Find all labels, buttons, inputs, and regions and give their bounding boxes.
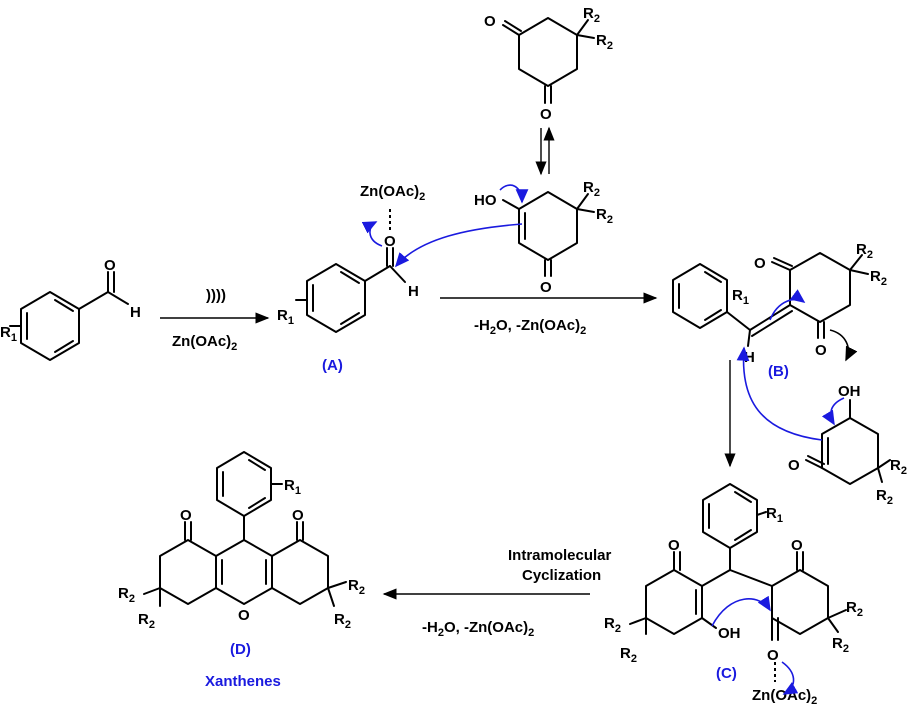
svg-text:OH: OH (838, 383, 861, 400)
xanthene-product-D: O O O R1 R2 R2 R2 R2 (D) Xanthenes (118, 451, 365, 690)
svg-text:-H2O, -Zn(OAc)2: -H2O, -Zn(OAc)2 (422, 619, 534, 639)
svg-text:Intramolecular: Intramolecular (508, 547, 612, 564)
ultrasound-symbol: )))) (206, 287, 226, 304)
svg-text:R1: R1 (277, 307, 294, 327)
svg-text:O: O (484, 13, 496, 30)
carbonyl-oxygen-A: O (384, 233, 396, 250)
svg-text:R2: R2 (334, 611, 351, 631)
zn-complex-A: Zn(OAc) (360, 183, 419, 200)
svg-text:R2: R2 (118, 585, 135, 605)
label-B: (B) (768, 363, 789, 380)
step1-arrow: )))) Zn(OAc)2 (160, 287, 270, 353)
svg-text:R2: R2 (846, 599, 863, 619)
svg-text:O: O (238, 607, 250, 624)
svg-text:R1: R1 (284, 477, 301, 497)
dimedone-enol: HO O R2 R2 (394, 179, 613, 296)
aldehyde-hydrogen: H (130, 304, 141, 321)
zn-complex-C: Zn(OAc) (752, 687, 811, 704)
svg-text:Zn(OAc)2: Zn(OAc)2 (360, 183, 425, 203)
svg-text:O: O (788, 457, 800, 474)
knoevenagel-adduct-B: O O H R1 R2 R2 (B) (672, 241, 887, 380)
tautomer-equilibrium (535, 126, 555, 176)
svg-text:Cyclization: Cyclization (522, 567, 601, 584)
dimedone-enol-2: OH O R2 R2 (736, 346, 907, 507)
label-C: (C) (716, 665, 737, 682)
activated-aldehyde-A: O H Zn(OAc)2 R1 (A) (277, 183, 425, 374)
r1-group: R (0, 324, 11, 341)
michael-adduct-C: O O O OH R1 R2 R2 R2 R2 Zn(OAc)2 (C) (604, 483, 863, 706)
step4-arrow: Intramolecular Cyclization -H2O, -Zn(OAc… (382, 547, 612, 639)
svg-text:R2: R2 (876, 487, 893, 507)
svg-text:HO: HO (474, 192, 497, 209)
label-A: (A) (322, 357, 343, 374)
svg-text:Zn(OAc)2: Zn(OAc)2 (172, 333, 237, 353)
svg-text:O: O (540, 279, 552, 296)
svg-text:H: H (744, 349, 755, 366)
svg-text:O: O (791, 537, 803, 554)
dimedone-keto: O O R2 R2 (484, 5, 613, 123)
label-D: (D) (230, 641, 251, 658)
svg-text:R2: R2 (583, 179, 600, 199)
svg-text:-H2O, -Zn(OAc)2: -H2O, -Zn(OAc)2 (474, 317, 586, 337)
svg-text:R2: R2 (583, 5, 600, 25)
svg-text:R2: R2 (138, 611, 155, 631)
svg-text:R2: R2 (596, 32, 613, 52)
svg-text:O: O (668, 537, 680, 554)
svg-text:R2: R2 (348, 577, 365, 597)
svg-text:O: O (767, 647, 779, 664)
svg-text:R2: R2 (596, 206, 613, 226)
svg-text:Zn(OAc)2: Zn(OAc)2 (752, 687, 817, 706)
svg-text:O: O (815, 342, 827, 359)
svg-text:O: O (292, 507, 304, 524)
svg-text:O: O (540, 106, 552, 123)
svg-text:R2: R2 (856, 241, 873, 261)
svg-text:R2: R2 (604, 615, 621, 635)
aldehyde-hydrogen-A: H (408, 283, 419, 300)
svg-text:R2: R2 (870, 268, 887, 288)
svg-text:R2: R2 (890, 457, 907, 477)
product-name: Xanthenes (205, 673, 281, 690)
svg-text:O: O (754, 255, 766, 272)
svg-text:O: O (180, 507, 192, 524)
svg-text:R2: R2 (832, 635, 849, 655)
catalyst-label: Zn(OAc) (172, 333, 231, 350)
svg-text:R1: R1 (0, 324, 17, 344)
svg-text:OH: OH (718, 625, 741, 642)
svg-text:R1: R1 (766, 505, 783, 525)
step2-arrow: -H2O, -Zn(OAc)2 (440, 292, 658, 337)
svg-text:R2: R2 (620, 645, 637, 665)
aldehyde-oxygen: O (104, 257, 116, 274)
svg-text:R1: R1 (732, 287, 749, 307)
benzaldehyde: O H R1 (0, 257, 141, 361)
